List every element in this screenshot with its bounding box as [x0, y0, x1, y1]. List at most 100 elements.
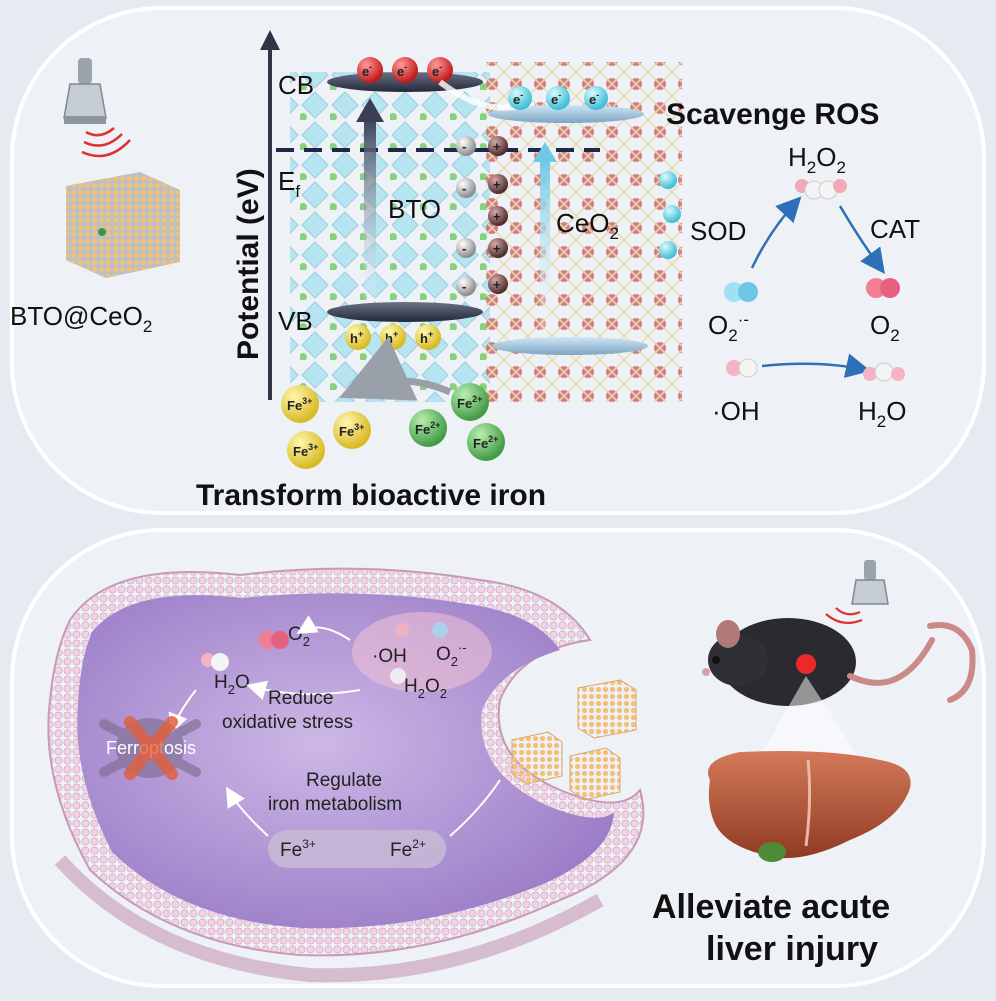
- emitted-electrons: [659, 171, 681, 259]
- svg-text:e-: e-: [589, 90, 599, 107]
- nanocube-icon: [66, 172, 180, 278]
- membrane-edge: [54, 855, 604, 983]
- fe3-ion: Fe3+: [281, 385, 319, 423]
- o2-label: O2: [870, 310, 900, 345]
- bto-electrons: e- e- e-: [357, 57, 453, 83]
- hydroxyl-molecule: [726, 358, 758, 378]
- svg-text:-: -: [462, 139, 466, 154]
- bto-excitation-arrow: [364, 118, 376, 298]
- h2o2-label: H2O2: [788, 142, 846, 177]
- svg-text:-: -: [462, 279, 466, 294]
- svg-text:Fe2+: Fe2+: [415, 420, 440, 437]
- axis-label: Potential (eV): [232, 168, 265, 360]
- hydroxyl-arrow: [761, 353, 871, 378]
- iron-pill: [268, 830, 446, 868]
- bto-holes: h+ h+ h+: [345, 324, 441, 350]
- cell-ros-molecules: [390, 622, 448, 684]
- ef-label: Ef: [278, 166, 300, 201]
- cell-superoxide-label: O2·-: [436, 640, 467, 669]
- fe3-ions: Fe3+ Fe3+ Fe3+: [281, 385, 371, 469]
- svg-text:e-: e-: [397, 62, 407, 79]
- svg-text:Fe2+: Fe2+: [457, 394, 482, 411]
- cell-o2-molecule: [259, 631, 289, 649]
- reduce-line2: oxidative stress: [222, 712, 353, 733]
- top-panel: BTO@CeO2 Potential (eV) CB VB Ef BTO e- …: [10, 6, 986, 515]
- ceo2-vb-band: [492, 337, 648, 355]
- minus-charge: -: [456, 178, 476, 198]
- water-label: H2O: [858, 396, 906, 431]
- cell-h2o2-label: H2O2: [404, 676, 447, 701]
- svg-text:Fe3+: Fe3+: [339, 422, 364, 439]
- bto-arrow-head-icon: [356, 98, 384, 122]
- ceo2-label: CeO2: [556, 208, 619, 243]
- ceo2-excitation-arrow: [540, 160, 550, 332]
- water-molecule: [863, 362, 905, 382]
- cell-nanocube-icon: [577, 679, 637, 739]
- bto-label: BTO: [388, 194, 441, 224]
- plus-charge: +: [488, 206, 508, 226]
- cell-fe3-label: Fe3+: [280, 837, 316, 861]
- plus-charge: +: [488, 136, 508, 156]
- bto-vb-band: [327, 302, 483, 322]
- regulate-line1: Regulate: [306, 770, 382, 791]
- minus-charge: -: [456, 238, 476, 258]
- bottom-panel: ·OH O2·- H2O2 O2 H2O Reduce oxidative st…: [10, 528, 986, 988]
- fe2-ion: Fe2+: [409, 409, 447, 447]
- svg-text:+: +: [493, 139, 501, 154]
- electron: e-: [357, 57, 383, 83]
- ultrasound-waves-icon: [825, 607, 863, 625]
- ros-to-o2-arrow: [296, 615, 351, 641]
- fe2-ion: Fe2+: [451, 383, 489, 421]
- svg-text:e-: e-: [513, 90, 523, 107]
- ceo2-arrow-head-icon: [533, 142, 557, 162]
- ros-to-water-arrow: [246, 680, 361, 700]
- cb-label: CB: [278, 70, 314, 100]
- minus-charge: -: [456, 276, 476, 296]
- svg-text:h+: h+: [420, 329, 433, 346]
- electron: e-: [392, 57, 418, 83]
- alleviate-line2: liver injury: [706, 930, 878, 968]
- cell-water-molecule: [201, 653, 229, 671]
- svg-text:e-: e-: [362, 62, 372, 79]
- plus-charge: +: [488, 174, 508, 194]
- iron-conversion-arrow: [339, 336, 452, 401]
- cell-nanocube-icon: [511, 731, 563, 785]
- svg-text:e-: e-: [432, 62, 442, 79]
- ferroptosis-label: Ferroptosis: [106, 738, 196, 758]
- ceo2-cb-band: [488, 105, 644, 123]
- sod-arrow: [750, 196, 802, 269]
- cytoplasm: [77, 593, 614, 929]
- axis-arrow-icon: [260, 30, 280, 50]
- sod-label: SOD: [690, 216, 746, 246]
- electron: e-: [508, 86, 532, 110]
- svg-text:Fe3+: Fe3+: [287, 396, 312, 413]
- svg-text:+: +: [493, 241, 501, 256]
- electron: e-: [546, 86, 570, 110]
- imaging-beam: [760, 676, 858, 756]
- svg-text:-: -: [462, 181, 466, 196]
- cell-fe2-label: Fe2+: [390, 837, 426, 861]
- svg-text:+: +: [493, 177, 501, 192]
- cat-arrow: [838, 205, 885, 275]
- electron: e-: [584, 86, 608, 110]
- o2-molecule: [866, 278, 900, 298]
- fe3-ion: Fe3+: [287, 431, 325, 469]
- ros-bubble: [352, 612, 492, 692]
- ultrasound-probe-icon: [63, 58, 107, 124]
- electron: e-: [427, 57, 453, 83]
- svg-text:+: +: [493, 209, 501, 224]
- alleviate-line1: Alleviate acute: [652, 888, 890, 926]
- ceo2-electrons: e- e- e-: [508, 86, 608, 110]
- svg-text:e-: e-: [551, 90, 561, 107]
- vb-label: VB: [278, 306, 313, 336]
- fe2-ion: Fe2+: [467, 423, 505, 461]
- svg-text:+: +: [493, 277, 501, 292]
- mouse-icon: [702, 618, 976, 706]
- ferroptosis-x-icon: [124, 716, 178, 780]
- bto-lattice: [290, 72, 490, 402]
- h2o2-molecule: [795, 179, 847, 200]
- plus-charge: +: [488, 238, 508, 258]
- superoxide-molecule: [724, 282, 758, 302]
